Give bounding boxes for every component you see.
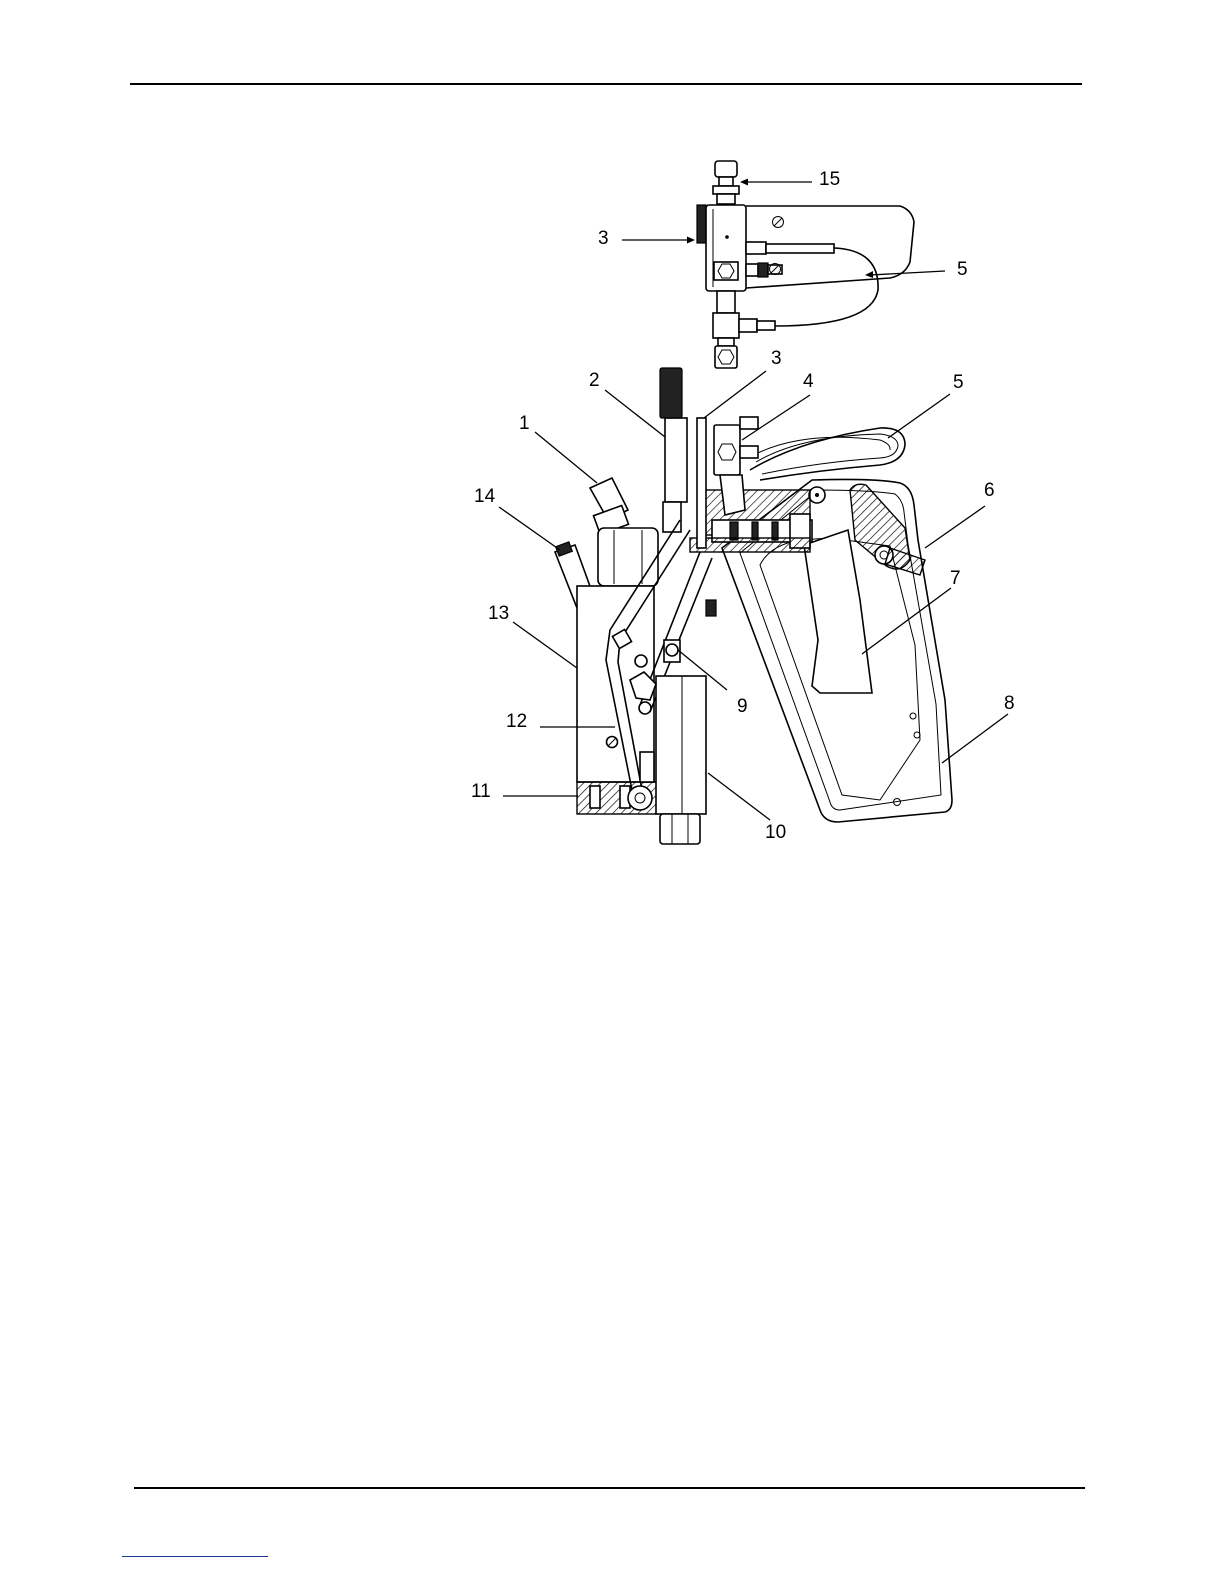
callout-5-top: 5 [957, 259, 968, 280]
callout-1: 1 [519, 413, 530, 434]
callout-15: 15 [819, 169, 840, 190]
callout-8: 8 [1004, 693, 1015, 714]
callout-3-main: 3 [771, 348, 782, 369]
callout-14: 14 [474, 486, 496, 507]
callout-12: 12 [506, 711, 527, 732]
callout-9: 9 [737, 696, 748, 717]
main-view [555, 368, 952, 844]
callout-7: 7 [950, 568, 961, 589]
callout-4: 4 [803, 371, 814, 392]
callout-3-top: 3 [598, 228, 609, 249]
callout-10: 10 [765, 822, 786, 843]
callout-2: 2 [589, 370, 600, 391]
callout-6: 6 [984, 480, 995, 501]
callout-13: 13 [488, 603, 509, 624]
callout-5-main: 5 [953, 372, 964, 393]
detail-view-top [697, 161, 914, 368]
callout-11: 11 [471, 781, 491, 802]
